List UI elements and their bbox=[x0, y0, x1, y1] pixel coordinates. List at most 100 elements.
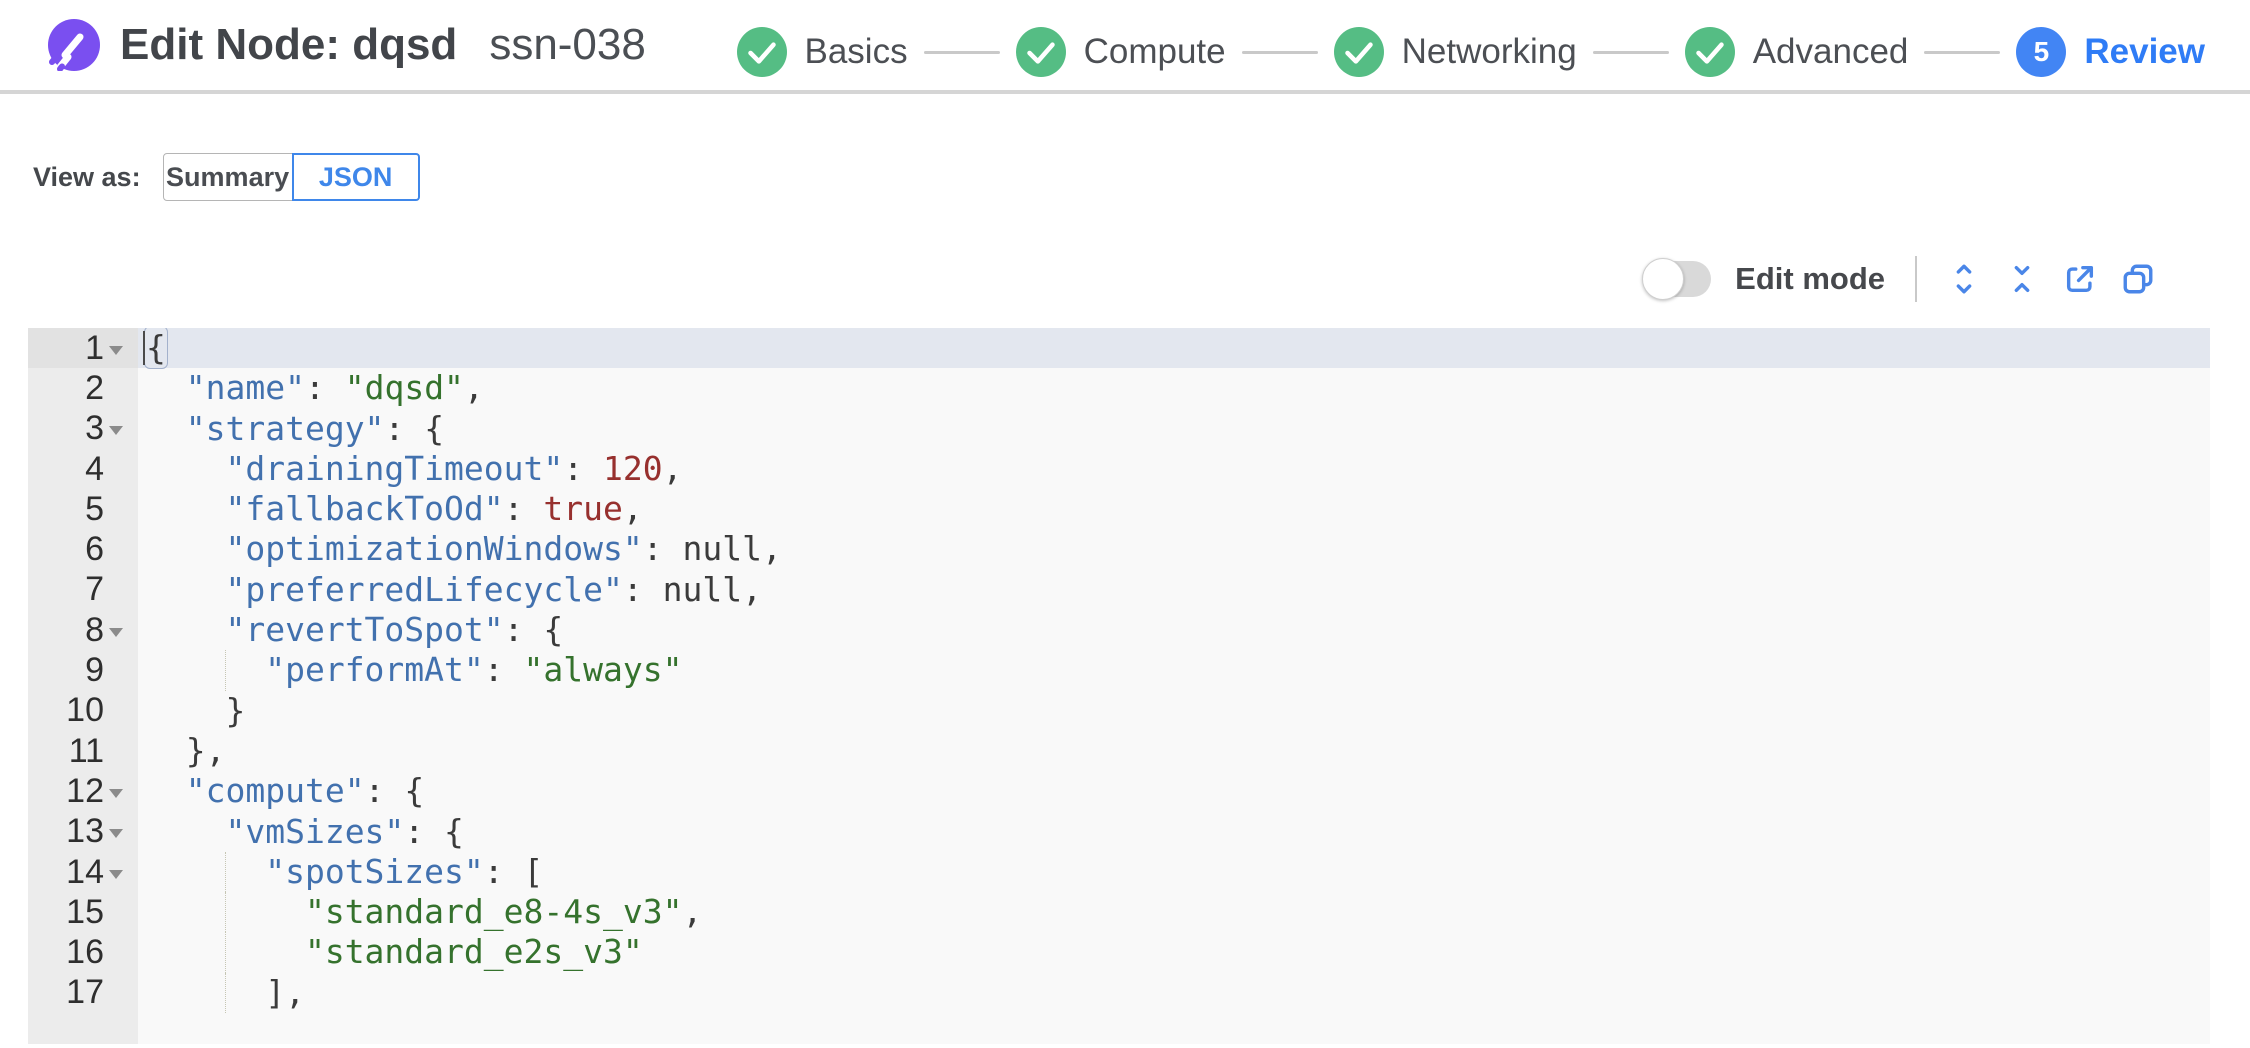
code-token: , bbox=[682, 892, 703, 932]
code-token bbox=[404, 409, 424, 448]
code-token: { bbox=[144, 328, 168, 369]
line-number-4[interactable]: 4 bbox=[28, 449, 138, 489]
code-row-12: 12 "compute": { bbox=[28, 771, 2210, 811]
code-token bbox=[146, 529, 225, 568]
step-check-icon bbox=[1333, 27, 1384, 77]
code-line-9[interactable]: "performAt": "always" bbox=[138, 650, 2210, 691]
code-row-7: 7 "preferredLifecycle": null, bbox=[28, 570, 2210, 610]
code-token bbox=[146, 812, 225, 851]
code-token: : bbox=[503, 489, 524, 529]
code-token: "optimizationWindows" bbox=[225, 529, 643, 569]
code-line-10[interactable]: } bbox=[138, 691, 2210, 731]
code-token: , bbox=[742, 569, 762, 609]
line-number-13[interactable]: 13 bbox=[28, 812, 138, 852]
edit-mode-label: Edit mode bbox=[1735, 261, 1885, 296]
code-token bbox=[146, 771, 186, 810]
line-number-text: 13 bbox=[66, 812, 104, 851]
step-networking[interactable]: Networking bbox=[1333, 27, 1577, 77]
code-line-8[interactable]: "revertToSpot": { bbox=[138, 610, 2210, 650]
line-number-9[interactable]: 9 bbox=[28, 650, 138, 690]
line-number-7[interactable]: 7 bbox=[28, 570, 138, 610]
line-number-text: 3 bbox=[85, 409, 104, 448]
line-number-text: 1 bbox=[85, 328, 104, 367]
code-token bbox=[146, 409, 186, 448]
line-number-text: 14 bbox=[66, 852, 104, 891]
line-number-11[interactable]: 11 bbox=[28, 731, 138, 771]
json-editor[interactable]: 1{2 "name": "dqsd",3 "strategy": {4 "dra… bbox=[28, 328, 2210, 1044]
line-number-text: 10 bbox=[66, 691, 104, 730]
line-number-6[interactable]: 6 bbox=[28, 529, 138, 569]
line-number-text: 5 bbox=[85, 489, 104, 528]
view-as-summary-button[interactable]: Summary bbox=[162, 153, 293, 201]
line-number-16[interactable]: 16 bbox=[28, 932, 138, 972]
line-number-14[interactable]: 14 bbox=[28, 852, 138, 892]
fold-arrow-icon[interactable] bbox=[109, 869, 123, 879]
step-basics[interactable]: Basics bbox=[736, 27, 908, 77]
export-icon[interactable] bbox=[2063, 262, 2097, 296]
code-token: null bbox=[682, 529, 762, 569]
editor-toolbar: Edit mode bbox=[0, 254, 2250, 304]
line-number-text: 12 bbox=[66, 771, 104, 810]
line-number-1[interactable]: 1 bbox=[28, 328, 138, 369]
code-line-16[interactable]: "standard_e2s_v3" bbox=[138, 932, 2210, 973]
line-number-17[interactable]: 17 bbox=[28, 973, 138, 1013]
fold-arrow-icon[interactable] bbox=[109, 345, 123, 355]
code-token bbox=[146, 731, 186, 770]
code-line-14[interactable]: "spotSizes": [ bbox=[138, 851, 2210, 893]
fold-arrow-icon[interactable] bbox=[109, 788, 123, 798]
code-line-17[interactable]: ], bbox=[138, 972, 2210, 1014]
code-line-12[interactable]: "compute": { bbox=[138, 771, 2210, 811]
indent-guide bbox=[225, 932, 227, 973]
step-check-icon bbox=[1015, 27, 1066, 77]
fold-arrow-icon[interactable] bbox=[109, 829, 123, 839]
code-token bbox=[146, 489, 225, 528]
step-compute[interactable]: Compute bbox=[1015, 27, 1226, 77]
code-row-16: 16 "standard_e2s_v3" bbox=[28, 932, 2210, 973]
line-number-text: 17 bbox=[66, 973, 104, 1012]
code-token: "revertToSpot" bbox=[225, 610, 504, 650]
line-number-3[interactable]: 3 bbox=[28, 409, 138, 449]
code-token: , bbox=[662, 448, 683, 488]
code-row-6: 6 "optimizationWindows": null, bbox=[28, 529, 2210, 569]
copy-icon[interactable] bbox=[2121, 262, 2155, 296]
unfold-icon[interactable] bbox=[1947, 262, 1981, 296]
code-line-5[interactable]: "fallbackToOd": true, bbox=[138, 489, 2210, 529]
code-token bbox=[146, 691, 225, 730]
code-line-11[interactable]: }, bbox=[138, 731, 2210, 771]
line-number-5[interactable]: 5 bbox=[28, 489, 138, 529]
fold-arrow-icon[interactable] bbox=[109, 426, 123, 436]
code-line-1[interactable]: { bbox=[138, 328, 2210, 369]
line-number-text: 4 bbox=[85, 449, 104, 488]
code-row-5: 5 "fallbackToOd": true, bbox=[28, 489, 2210, 529]
line-number-10[interactable]: 10 bbox=[28, 691, 138, 731]
code-token bbox=[504, 852, 524, 891]
line-number-2[interactable]: 2 bbox=[28, 368, 138, 408]
step-label: Networking bbox=[1401, 32, 1577, 71]
fold-arrow-icon[interactable] bbox=[109, 627, 123, 637]
step-advanced[interactable]: Advanced bbox=[1684, 27, 1909, 77]
code-line-15[interactable]: "standard_e8-4s_v3", bbox=[138, 892, 2210, 933]
text-cursor bbox=[143, 331, 145, 365]
code-token: "standard_e8-4s_v3" bbox=[304, 892, 683, 932]
fold-icon[interactable] bbox=[2005, 262, 2039, 296]
step-number-badge: 5 bbox=[2016, 27, 2067, 77]
line-number-15[interactable]: 15 bbox=[28, 892, 138, 932]
line-number-12[interactable]: 12 bbox=[28, 771, 138, 811]
code-line-4[interactable]: "drainingTimeout": 120, bbox=[138, 449, 2210, 489]
code-token: null bbox=[662, 569, 743, 609]
view-as-json-button[interactable]: JSON bbox=[291, 153, 420, 201]
step-label: Advanced bbox=[1752, 32, 1909, 71]
line-number-8[interactable]: 8 bbox=[28, 610, 138, 650]
code-line-6[interactable]: "optimizationWindows": null, bbox=[138, 529, 2210, 569]
code-line-2[interactable]: "name": "dqsd", bbox=[138, 368, 2210, 408]
edit-mode-toggle[interactable] bbox=[1642, 258, 1712, 300]
code-line-3[interactable]: "strategy": { bbox=[138, 409, 2210, 449]
code-token bbox=[146, 570, 225, 609]
code-row-15: 15 "standard_e8-4s_v3", bbox=[28, 892, 2210, 933]
code-row-4: 4 "drainingTimeout": 120, bbox=[28, 449, 2210, 489]
code-line-7[interactable]: "preferredLifecycle": null, bbox=[138, 570, 2210, 610]
code-token bbox=[504, 650, 524, 689]
code-line-13[interactable]: "vmSizes": { bbox=[138, 812, 2210, 852]
